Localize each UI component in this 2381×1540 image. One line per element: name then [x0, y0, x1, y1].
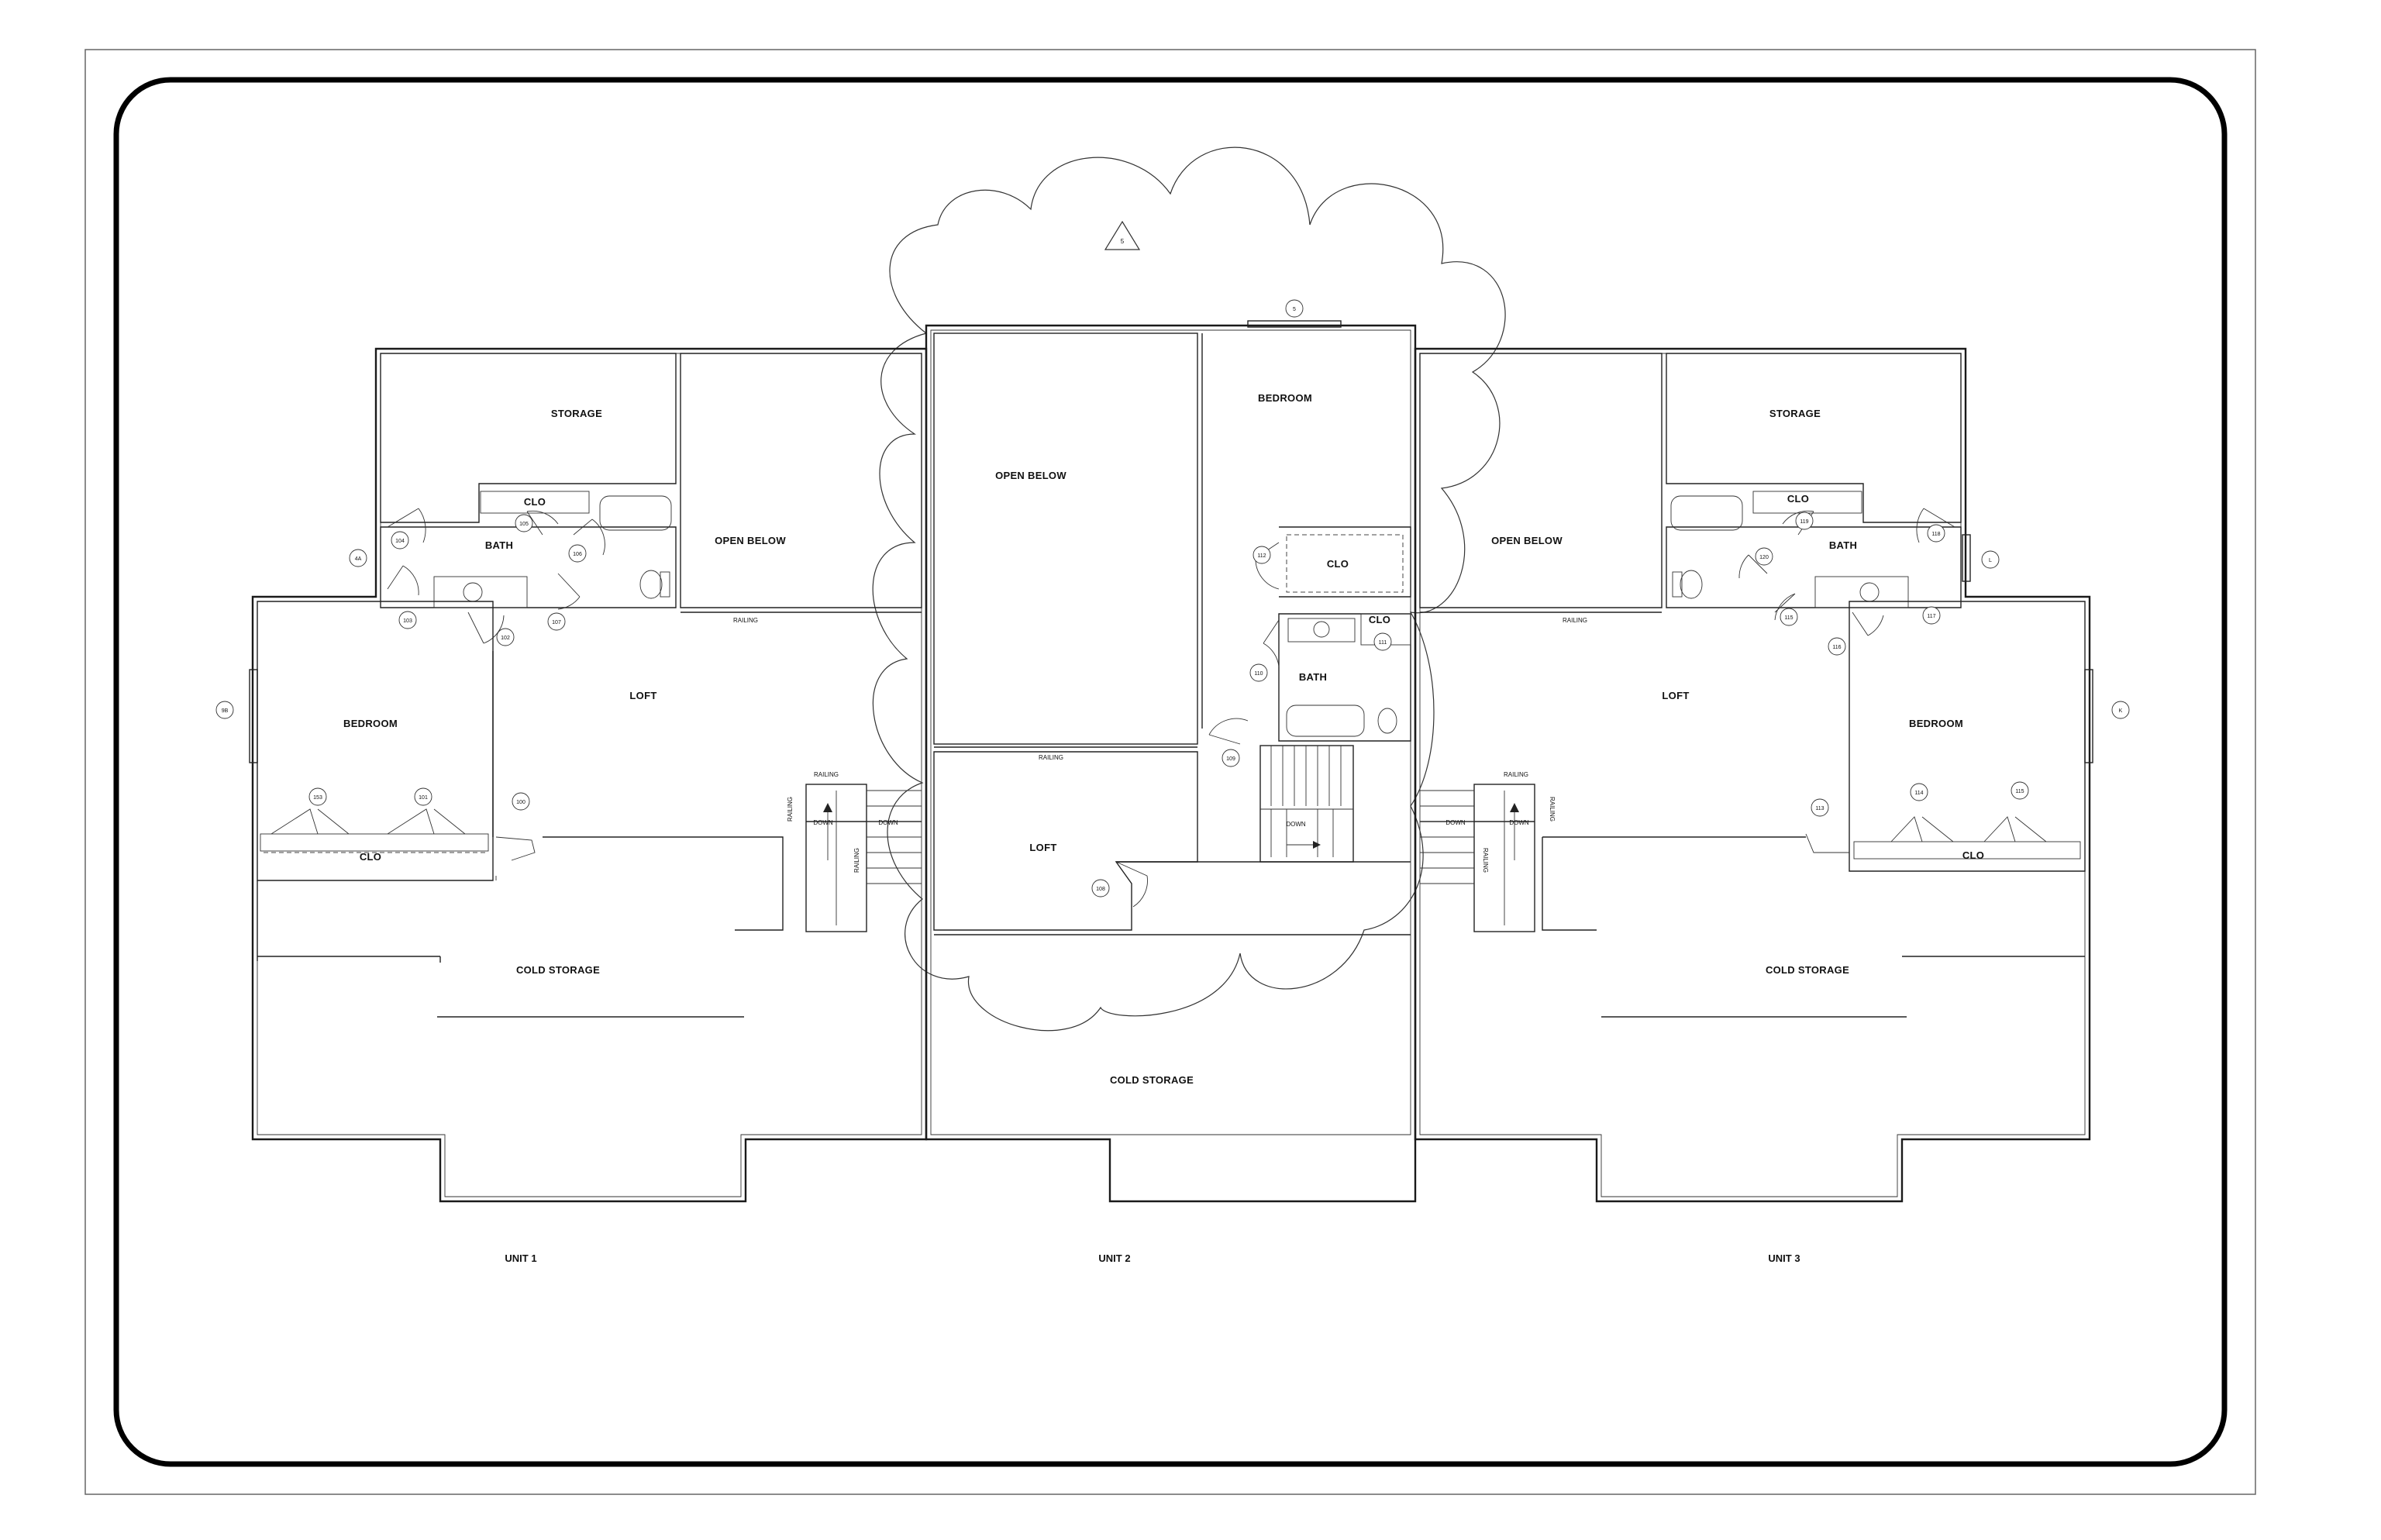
tag-4a: 4A	[355, 556, 362, 562]
tag-108: 108	[1096, 887, 1105, 892]
tag-113: 113	[1815, 806, 1824, 811]
unit3-railing-stair-label: RAILING	[1504, 771, 1528, 778]
tag-9b: 9B	[222, 708, 229, 714]
unit1-cold-storage-label: COLD STORAGE	[516, 964, 600, 976]
unit1-railing-side-label: RAILING	[787, 797, 794, 822]
tag-101: 101	[419, 795, 428, 801]
sheet-inner-border	[113, 77, 2228, 1467]
unit1-railing-stair-label: RAILING	[814, 771, 839, 778]
unit1-storage-label: STORAGE	[551, 408, 602, 419]
unit1-down2-label: DOWN	[878, 819, 898, 826]
unit2-down-label: DOWN	[1286, 821, 1306, 828]
tag-102: 102	[501, 636, 510, 641]
tag-153: 153	[313, 795, 322, 801]
tag-103: 103	[403, 618, 412, 624]
unit1-railing-label: RAILING	[733, 617, 758, 624]
unit2-railing-label: RAILING	[1039, 754, 1063, 761]
tag-115b: 115	[2015, 789, 2024, 794]
unit1-railing-side2-label: RAILING	[853, 848, 860, 873]
unit-1-title: UNIT 1	[505, 1252, 536, 1264]
tag-106: 106	[573, 552, 582, 557]
tag-117: 117	[1927, 614, 1935, 619]
tag-l: L	[1989, 558, 1992, 563]
tag-k: K	[2119, 708, 2123, 714]
door-window-tags: 104 105 106 107 103 102 153 101 100 4A 9…	[215, 299, 2130, 897]
tag-5: 5	[1293, 307, 1296, 312]
revision-cloud	[872, 146, 1506, 1032]
unit1-loft-label: LOFT	[629, 690, 656, 701]
unit2-clo-label: CLO	[1327, 558, 1349, 570]
unit3-bedroom-label: BEDROOM	[1909, 718, 1963, 729]
unit2-cold-storage-label: COLD STORAGE	[1110, 1074, 1194, 1086]
unit3-storage-label: STORAGE	[1769, 408, 1821, 419]
unit2-open-below-label: OPEN BELOW	[995, 470, 1066, 481]
unit-2-title: UNIT 2	[1098, 1252, 1130, 1264]
unit1-bath-label: BATH	[485, 539, 513, 551]
tag-100: 100	[516, 800, 525, 805]
revision-triangle	[1104, 220, 1141, 250]
unit2-loft-label: LOFT	[1029, 842, 1056, 853]
unit1-open-below-label: OPEN BELOW	[715, 535, 786, 546]
tag-105: 105	[519, 522, 529, 527]
unit3-railing-label: RAILING	[1563, 617, 1587, 624]
tag-114: 114	[1914, 791, 1923, 796]
tag-120: 120	[1759, 555, 1769, 560]
tag-115: 115	[1784, 615, 1793, 621]
tag-111: 111	[1379, 640, 1387, 646]
unit3-railing-side-label: RAILING	[1549, 797, 1556, 822]
tag-116: 116	[1832, 645, 1841, 650]
unit-2-plan	[925, 320, 1417, 1203]
sheet-outer-border	[84, 49, 2256, 1495]
unit1-clo-label: CLO	[360, 851, 381, 863]
tag-110: 110	[1254, 671, 1263, 677]
unit3-clo-label: CLO	[1962, 849, 1984, 861]
tag-107: 107	[552, 620, 561, 625]
unit2-bath-label: BATH	[1299, 671, 1327, 683]
unit3-railing-side2-label: RAILING	[1482, 848, 1489, 873]
unit3-open-below-label: OPEN BELOW	[1491, 535, 1563, 546]
unit-3-plan	[1414, 347, 2093, 1203]
tag-118: 118	[1931, 532, 1940, 537]
tag-109: 109	[1226, 756, 1235, 762]
tag-104: 104	[395, 539, 405, 544]
unit3-clo-top-label: CLO	[1787, 493, 1809, 505]
unit-3-title: UNIT 3	[1768, 1252, 1800, 1264]
unit3-bath-label: BATH	[1829, 539, 1857, 551]
unit1-clo-top-label: CLO	[524, 496, 546, 508]
revision-mark-label: 5	[1121, 238, 1125, 245]
unit3-loft-label: LOFT	[1662, 690, 1689, 701]
tag-119: 119	[1800, 519, 1808, 525]
unit3-down1-label: DOWN	[1445, 819, 1466, 826]
unit2-clo-small-label: CLO	[1369, 614, 1390, 625]
tag-112: 112	[1257, 553, 1266, 559]
unit1-bedroom-label: BEDROOM	[343, 718, 398, 729]
unit2-bedroom-label: BEDROOM	[1258, 392, 1312, 404]
unit3-down2-label: DOWN	[1509, 819, 1529, 826]
unit3-cold-storage-label: COLD STORAGE	[1766, 964, 1849, 976]
unit1-down1-label: DOWN	[813, 819, 833, 826]
